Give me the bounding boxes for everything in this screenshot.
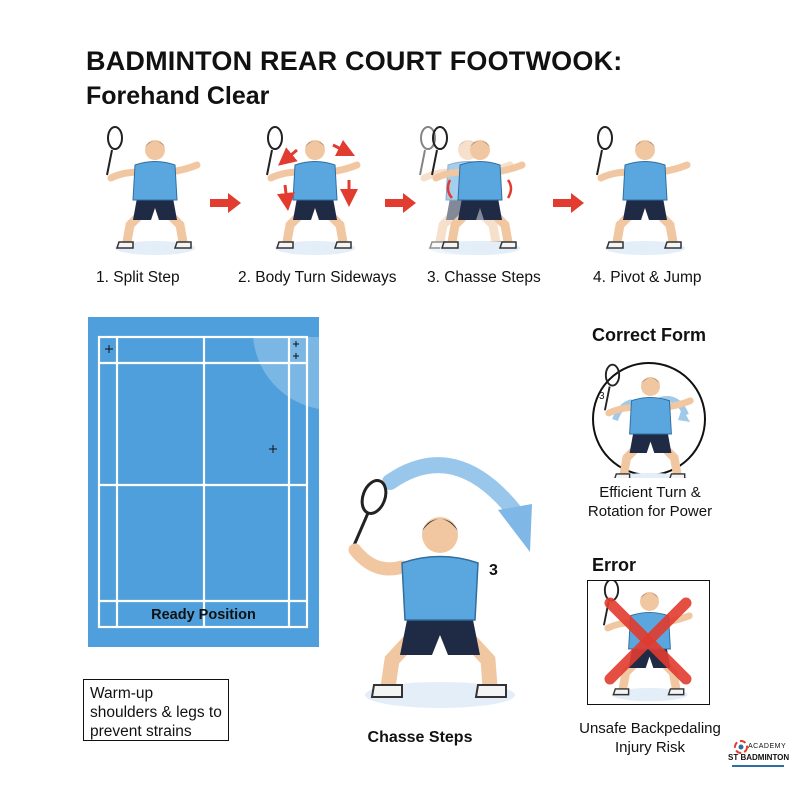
curved-arrow-icon xyxy=(382,457,532,552)
error-cross-icon xyxy=(604,597,692,685)
chasse-steps-large-player-icon xyxy=(348,479,515,708)
correct-form-number: 3 xyxy=(599,391,605,402)
logo-underline xyxy=(732,765,784,767)
backpedaling-player-icon xyxy=(588,581,708,703)
error-box xyxy=(587,580,710,705)
warm-up-tip-text: Warm-up shoulders & legs to prevent stra… xyxy=(90,685,222,740)
error-caption-line1: Unsafe Backpedaling xyxy=(579,720,721,737)
center-label: Chasse Steps xyxy=(367,729,473,746)
logo-line2: ST BADMINTON xyxy=(728,753,790,762)
body-turn-player-icon xyxy=(245,120,375,260)
step-label-pivot-jump: 4. Pivot & Jump xyxy=(593,269,702,286)
warm-up-tip-box: Warm-up shoulders & legs to prevent stra… xyxy=(83,679,229,741)
correct-form-caption: Efficient Turn & Rotation for Power xyxy=(560,483,740,521)
badminton-court-diagram xyxy=(88,317,319,647)
arrow-right-icon xyxy=(553,193,584,213)
error-caption-line2: Injury Risk xyxy=(614,739,685,756)
correct-form-player-icon xyxy=(592,360,706,478)
error-heading: Error xyxy=(592,555,637,575)
chasse-steps-player-icon xyxy=(410,120,540,260)
step-label-body-turn: 2. Body Turn Sideways xyxy=(238,269,397,286)
correct-form-caption-line2: Rotation for Power xyxy=(587,503,713,520)
logo-line1: ACADEMY xyxy=(748,743,787,750)
correct-form-heading: Correct Form xyxy=(592,325,707,345)
center-step-number: 3 xyxy=(489,562,498,579)
error-caption: Unsafe Backpedaling Injury Risk xyxy=(560,719,740,757)
step-label-split-step: 1. Split Step xyxy=(96,269,180,286)
arrow-right-icon xyxy=(210,193,241,213)
split-step-player-icon xyxy=(85,120,215,260)
shuttlecock-logo-icon xyxy=(734,740,748,754)
step-label-chasse-steps: 3. Chasse Steps xyxy=(427,269,541,286)
page-title: BADMINTON REAR COURT FOOTWOOK: xyxy=(86,46,623,76)
correct-form-caption-line1: Efficient Turn & xyxy=(599,484,701,501)
pivot-jump-player-icon xyxy=(575,120,705,260)
page-subtitle: Forehand Clear xyxy=(86,82,270,110)
arrow-right-icon xyxy=(385,193,416,213)
academy-logo: ACADEMY ST BADMINTON xyxy=(728,738,790,776)
court-label: Ready Position xyxy=(151,607,256,623)
